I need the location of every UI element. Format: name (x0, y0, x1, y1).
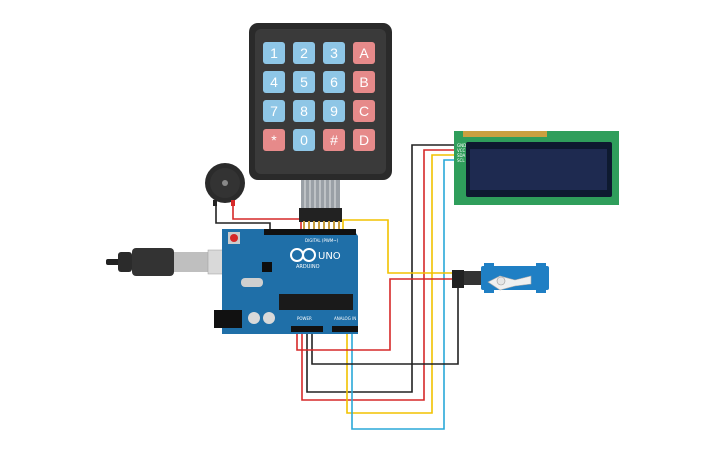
keypad-connector (299, 208, 342, 222)
keypad-key-label: # (330, 132, 338, 148)
wire-red-servo-vcc (296, 278, 470, 351)
keypad-key: * (263, 129, 285, 151)
lcd-pin-labels: GND VCC SDA SCL (457, 143, 466, 163)
keypad-key: 5 (293, 71, 315, 93)
keypad-key-label: 5 (300, 74, 308, 90)
power-label: POWER (297, 316, 312, 321)
keypad-key-label: 2 (300, 45, 308, 61)
keypad-key-label: 1 (270, 45, 278, 61)
keypad-key: 7 (263, 100, 285, 122)
keypad-key-label: C (359, 103, 369, 119)
lcd-top-pins (463, 131, 547, 137)
keypad-key: B (353, 71, 375, 93)
arduino-uno: ARDUINO UNO DIGITAL (PWM~) POWER ANALOG … (214, 229, 358, 334)
keypad-key-label: 3 (330, 45, 338, 61)
lcd-pin-scl: SCL (457, 158, 465, 163)
keypad-key: 3 (323, 42, 345, 64)
keypad-keys: 1 2 3 A 4 5 6 B 7 8 9 C * 0 # D (263, 42, 375, 151)
keypad-key: C (353, 100, 375, 122)
keypad-key: 0 (293, 129, 315, 151)
reset-button (230, 234, 238, 242)
keypad: 1 2 3 A 4 5 6 B 7 8 9 C * 0 # D (249, 23, 392, 231)
keypad-key-label: 9 (330, 103, 338, 119)
keypad-key-label: D (359, 132, 369, 148)
wire-yellow-servo-signal (342, 219, 470, 274)
atmega-chip (279, 294, 353, 310)
keypad-key: D (353, 129, 375, 151)
keypad-connector-pins (303, 221, 340, 231)
power-header (291, 326, 323, 332)
keypad-key: 4 (263, 71, 285, 93)
lcd-pin-sda: SDA (457, 153, 466, 158)
keypad-key: A (353, 42, 375, 64)
arduino-brand: ARDUINO (296, 264, 320, 270)
keypad-key: 8 (293, 100, 315, 122)
wire-yellow-lcd-sda (346, 154, 457, 414)
keypad-key-label: A (359, 45, 369, 61)
keypad-key: # (323, 129, 345, 151)
arduino-model: UNO (318, 251, 341, 262)
keypad-ribbon (301, 180, 340, 210)
keypad-key-label: 4 (270, 74, 278, 90)
keypad-key-label: 8 (300, 103, 308, 119)
wire-red-buzzer (232, 198, 302, 231)
keypad-key-label: 7 (270, 103, 278, 119)
servo-motor (452, 263, 549, 293)
digital-label: DIGITAL (PWM~) (305, 238, 339, 243)
wire-black-lcd-gnd (306, 144, 457, 393)
piezo-buzzer (205, 163, 245, 206)
analog-header (332, 326, 358, 332)
wire-blue-lcd-scl (351, 159, 457, 430)
keypad-key-label: B (359, 74, 368, 90)
analog-label: ANALOG IN (334, 316, 356, 321)
digital-header (264, 229, 356, 235)
keypad-key-label: 0 (300, 132, 308, 148)
lcd-pin-gnd: GND (457, 143, 466, 148)
keypad-key: 6 (323, 71, 345, 93)
lcd-screen (470, 149, 607, 190)
keypad-key-label: * (271, 132, 277, 148)
usb-cable (106, 248, 231, 276)
keypad-ribbon-lines (304, 180, 336, 210)
keypad-key: 9 (323, 100, 345, 122)
lcd-pin-vcc: VCC (457, 148, 466, 153)
keypad-key: 2 (293, 42, 315, 64)
wires (215, 144, 470, 430)
lcd-display: GND VCC SDA SCL (454, 131, 619, 205)
wire-red-lcd-vcc (301, 149, 457, 401)
servo-connector (452, 270, 464, 288)
keypad-key: 1 (263, 42, 285, 64)
keypad-key-label: 6 (330, 74, 338, 90)
wire-black-buzzer (215, 198, 271, 231)
